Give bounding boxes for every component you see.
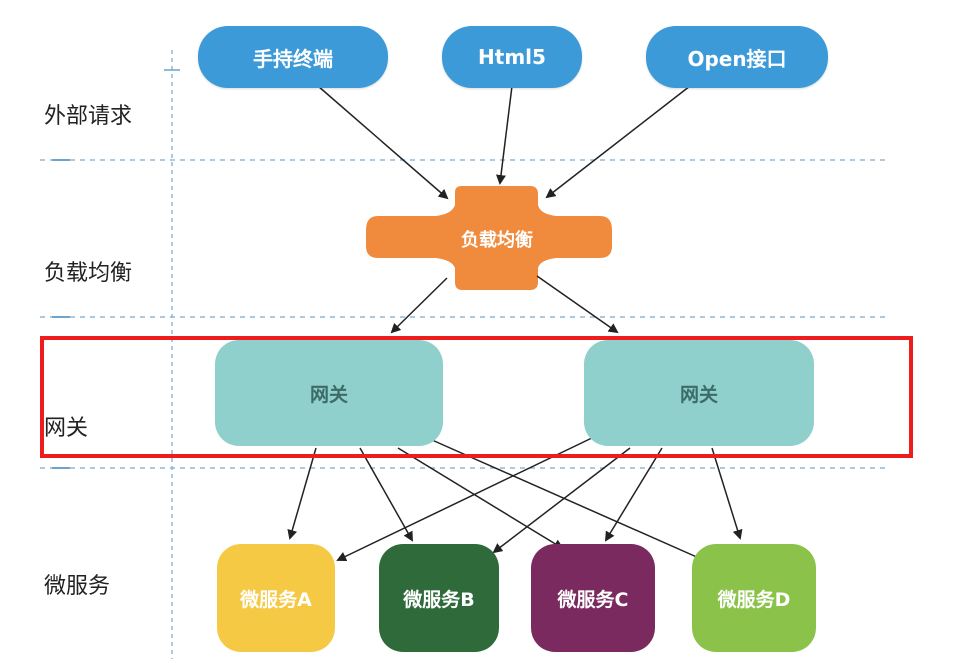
- arrow-gw1-svcA: [287, 447, 317, 540]
- load-balancer-label: 负载均衡: [461, 230, 533, 251]
- arrow-client2-lb: [496, 85, 513, 185]
- gateway-2: 网关: [584, 340, 814, 446]
- client-html5: Html5: [442, 26, 582, 88]
- load-balancer-shape: [366, 186, 612, 290]
- service-d: 微服务D: [692, 544, 816, 652]
- arrow-gw1-svcC: [397, 447, 564, 550]
- arrow-gw2-svcC: [604, 447, 663, 542]
- arrow-gw1-svcB: [359, 447, 413, 542]
- service-b: 微服务B: [379, 544, 499, 652]
- service-c: 微服务C: [531, 544, 655, 652]
- arrow-gw2-svcD: [711, 447, 743, 540]
- row-label-gateway: 网关: [44, 416, 89, 441]
- arrow-gw1-svcD: [431, 439, 710, 564]
- row-label-load-balance: 负载均衡: [44, 261, 133, 286]
- row-label-microservice: 微服务: [44, 574, 111, 599]
- client-open-api: Open接口: [646, 26, 828, 88]
- arrow-client3-lb: [545, 85, 691, 199]
- gateway-highlight-box: [40, 336, 913, 458]
- row-label-external: 外部请求: [44, 104, 133, 129]
- arrow-lb-gw2: [536, 275, 619, 334]
- arrow-gw2-svcB: [492, 447, 631, 554]
- arrow-client1-lb: [317, 85, 449, 200]
- gateway-1: 网关: [215, 340, 443, 446]
- service-a: 微服务A: [217, 544, 335, 652]
- client-mobile: 手持终端: [198, 26, 388, 88]
- arrow-lb-gw1: [390, 277, 448, 334]
